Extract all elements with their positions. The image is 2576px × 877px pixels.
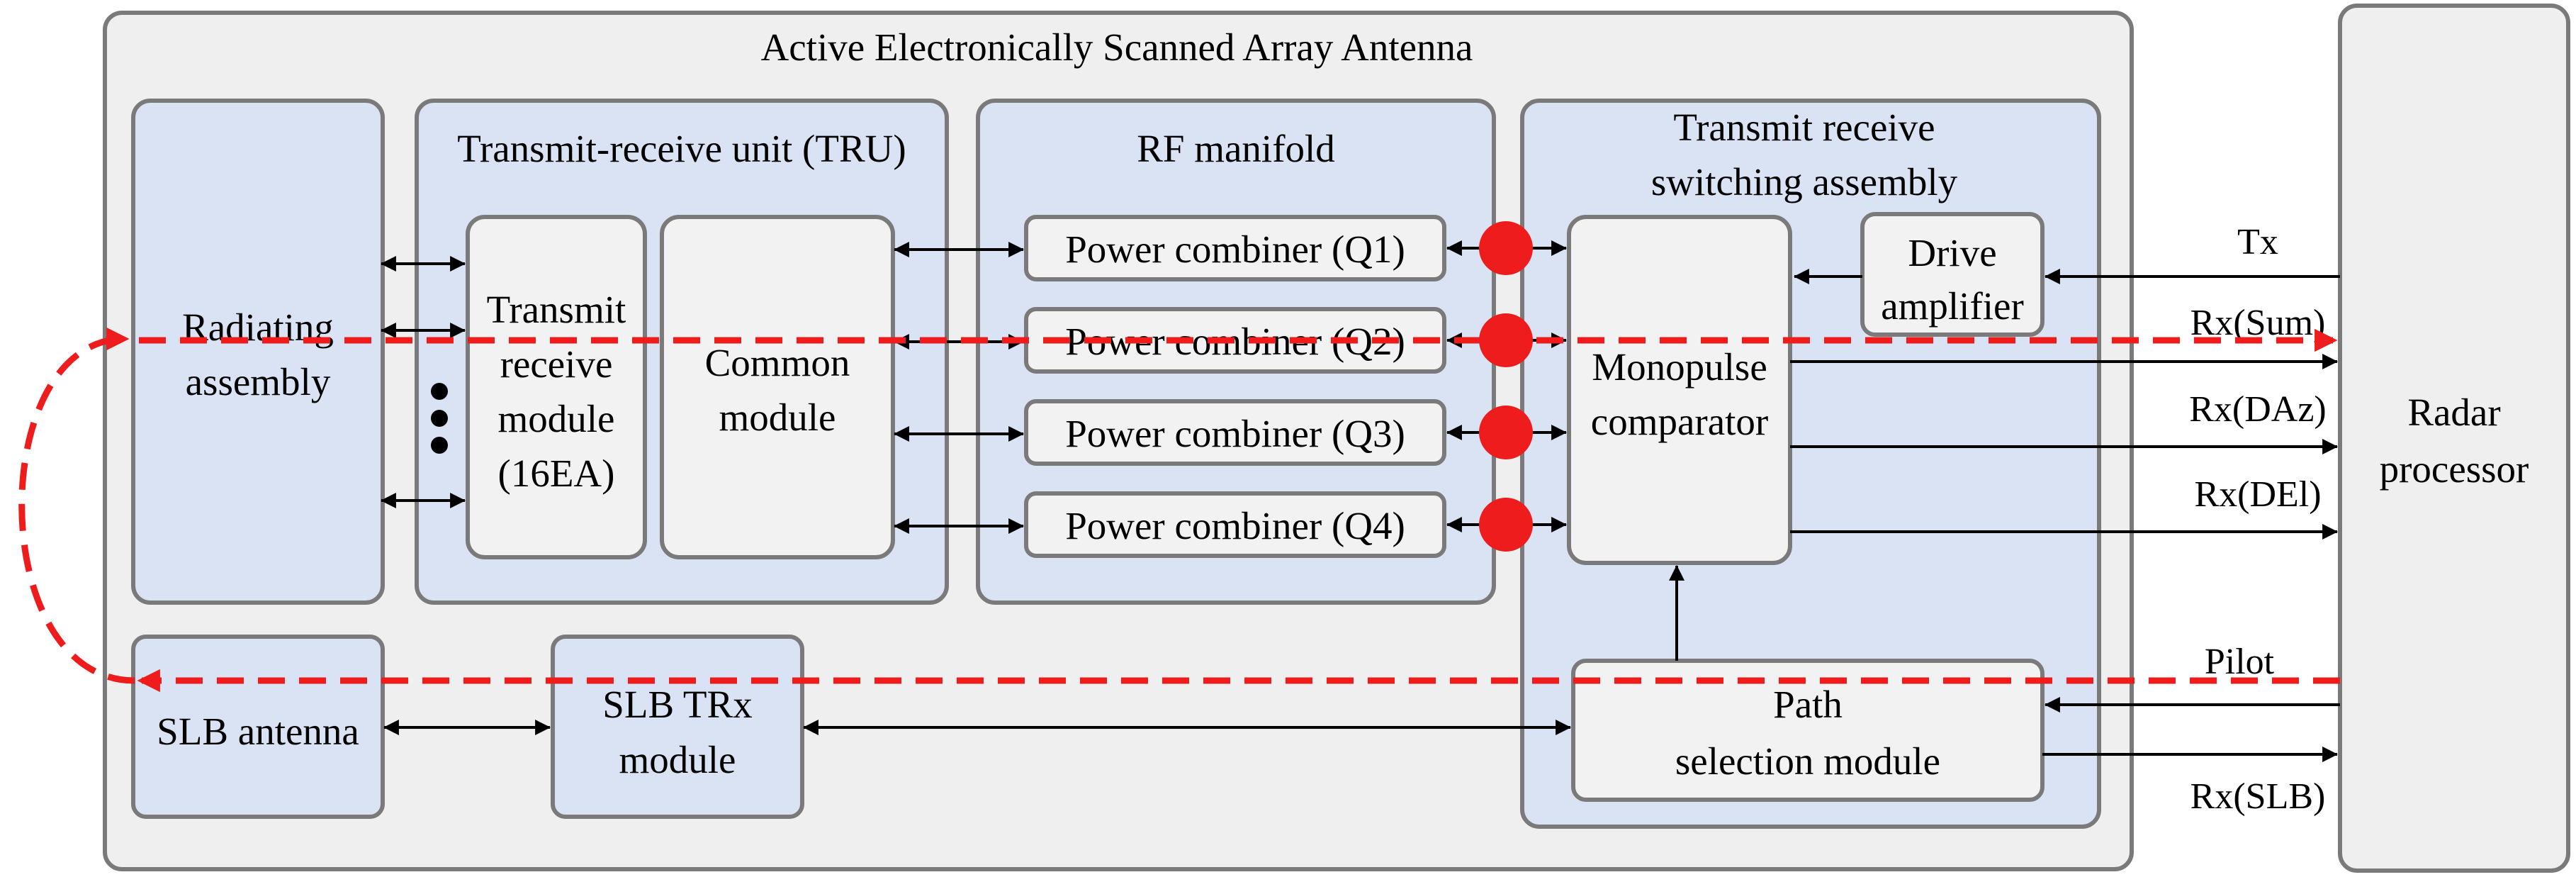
ellipsis-dot bbox=[431, 437, 448, 454]
path-selection-label-1: Path bbox=[1773, 683, 1843, 726]
power-combiner-q1 bbox=[1024, 215, 1446, 281]
power-combiner-q4-label: Power combiner (Q4) bbox=[1065, 504, 1405, 547]
pilot-loop-dashed bbox=[18, 327, 135, 684]
path-selection-module bbox=[1571, 659, 2045, 802]
trm-label-1: Transmit bbox=[487, 288, 626, 331]
rf-manifold-title: RF manifold bbox=[1137, 127, 1335, 170]
power-combiner-q1-label: Power combiner (Q1) bbox=[1065, 228, 1405, 271]
radiating-assembly-label-2: assembly bbox=[186, 360, 331, 403]
power-combiner-q3-label: Power combiner (Q3) bbox=[1065, 412, 1405, 455]
drive-amplifier-label-1: Drive bbox=[1908, 231, 1996, 274]
ellipsis-dot bbox=[431, 383, 448, 400]
monopulse-label-2: comparator bbox=[1591, 400, 1768, 443]
transmit-receive-module bbox=[466, 215, 647, 559]
switching-assembly-title-2: switching assembly bbox=[1651, 160, 1958, 203]
radar-processor-block bbox=[2338, 4, 2570, 873]
radar-processor-label-1: Radar bbox=[2407, 391, 2500, 434]
power-combiner-q4 bbox=[1024, 491, 1446, 558]
drive-amplifier bbox=[1860, 212, 2045, 337]
common-module-label-1: Common bbox=[705, 341, 850, 384]
port-dot-q1 bbox=[1479, 221, 1533, 275]
radar-processor-label-2: processor bbox=[2380, 447, 2529, 491]
slb-antenna-label: SLB antenna bbox=[157, 710, 359, 753]
monopulse-comparator bbox=[1567, 215, 1792, 565]
switching-assembly-title-1: Transmit receive bbox=[1673, 106, 1935, 149]
signal-rx-slb-label: Rx(SLB) bbox=[2190, 776, 2326, 817]
drive-amplifier-label-2: amplifier bbox=[1881, 284, 2024, 328]
signal-rx-del-label: Rx(DEl) bbox=[2194, 474, 2321, 515]
port-dot-q4 bbox=[1479, 498, 1533, 552]
signal-tx-label: Tx bbox=[2237, 222, 2278, 262]
monopulse-label-1: Monopulse bbox=[1592, 345, 1767, 389]
slb-trx-label-1: SLB TRx bbox=[602, 683, 752, 726]
tru-title: Transmit-receive unit (TRU) bbox=[457, 127, 906, 170]
signal-rx-sum-label: Rx(Sum) bbox=[2190, 303, 2326, 343]
slb-trx-label-2: module bbox=[619, 738, 736, 781]
trm-label-3: module bbox=[498, 397, 615, 440]
ellipsis-dot bbox=[431, 410, 448, 427]
common-module-label-2: module bbox=[719, 396, 836, 439]
trm-label-2: receive bbox=[500, 342, 613, 386]
trm-label-4: (16EA) bbox=[498, 452, 615, 495]
aesa-title: Active Electronically Scanned Array Ante… bbox=[761, 26, 1473, 69]
common-module bbox=[660, 215, 895, 559]
port-dot-q3 bbox=[1479, 406, 1533, 459]
power-combiner-q3 bbox=[1024, 399, 1446, 466]
radiating-assembly-block bbox=[131, 99, 385, 605]
signal-rx-daz-label: Rx(DAz) bbox=[2189, 389, 2327, 430]
path-selection-label-2: selection module bbox=[1675, 739, 1940, 783]
signal-pilot-label: Pilot bbox=[2205, 642, 2275, 682]
slb-trx-block bbox=[551, 635, 804, 819]
